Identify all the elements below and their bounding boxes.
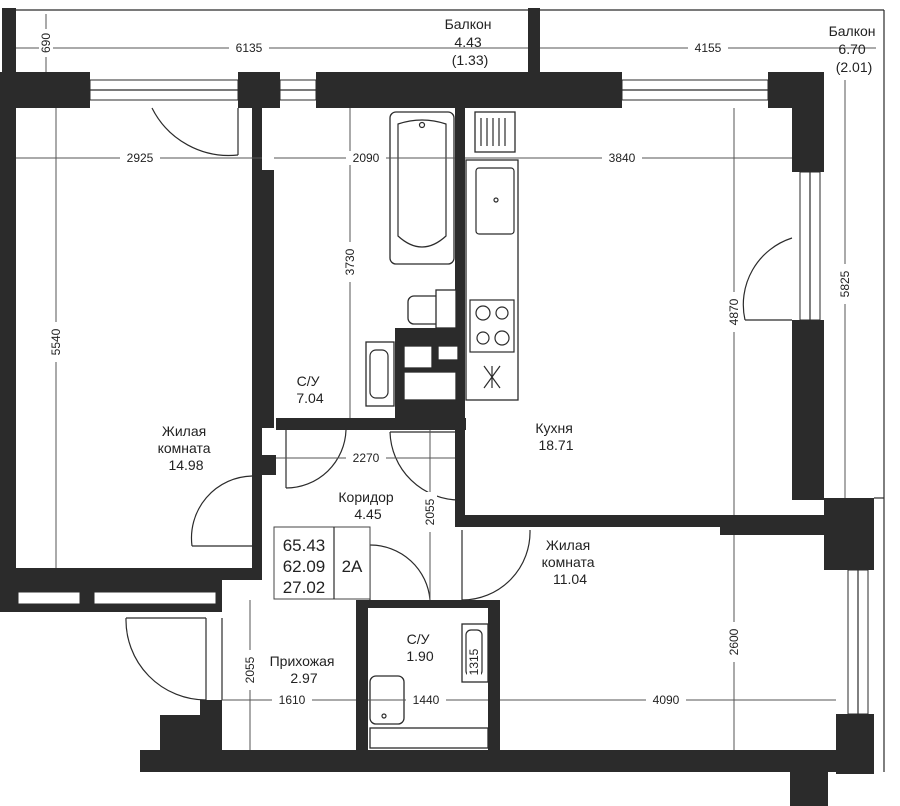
room-label-wc: С/У 1.90	[406, 631, 433, 664]
room-name-wc: С/У	[407, 631, 430, 647]
dim-1440: 1440	[413, 693, 440, 707]
room-area-living-1: 14.98	[168, 457, 203, 473]
dim-2055-hall: 2055	[243, 656, 257, 683]
kitchen-sink	[475, 167, 515, 235]
dim-2270: 2270	[353, 451, 380, 465]
room-name-hall: Прихожая	[270, 653, 335, 669]
balcony-area-1: 4.43	[454, 34, 481, 50]
doors	[125, 107, 793, 701]
dim-4870: 4870	[727, 298, 741, 325]
dim-6135: 6135	[236, 41, 263, 55]
room-name-living-2-line2: комната	[542, 554, 595, 570]
apartment-type: 2А	[342, 557, 363, 576]
dim-5540: 5540	[49, 328, 63, 355]
balcony-reduced-2: (2.01)	[836, 59, 873, 75]
balcony-reduced-1: (1.33)	[452, 52, 489, 68]
balcony-label-2: Балкон 6.70 (2.01)	[829, 23, 880, 75]
summary-box: 65.43 62.09 27.02 2А	[273, 526, 371, 600]
room-label-bathroom: С/У 7.04	[296, 373, 323, 406]
cooktop	[469, 299, 515, 353]
room-name-living-2-line1: Жилая	[546, 537, 590, 553]
dim-2055-corridor: 2055	[423, 498, 437, 525]
bathtub	[389, 111, 455, 265]
dim-690: 690	[39, 33, 53, 53]
balconies-outline	[16, 9, 885, 772]
room-label-hall: Прихожая 2.97	[270, 653, 339, 686]
room-labels: Жилая комната 14.98 С/У 7.04 Кухня 18.71…	[158, 16, 880, 686]
dim-4090: 4090	[653, 693, 680, 707]
balcony-name-1: Балкон	[445, 16, 492, 32]
total-area: 65.43	[283, 536, 326, 555]
dim-1610: 1610	[279, 693, 306, 707]
room-name-living-1-line2: комната	[158, 440, 211, 456]
sink	[365, 341, 395, 407]
room-name-bathroom: С/У	[297, 373, 320, 389]
dim-2925: 2925	[127, 151, 154, 165]
room-name-kitchen: Кухня	[535, 420, 572, 436]
room-label-living-2: Жилая комната 11.04	[542, 537, 599, 587]
dim-3840: 3840	[609, 151, 636, 165]
dim-2600: 2600	[727, 628, 741, 655]
dim-1315: 1315	[467, 648, 481, 675]
room-area-bathroom: 7.04	[296, 390, 323, 406]
windows	[17, 79, 869, 715]
balcony-area-2: 6.70	[838, 41, 865, 57]
toilet	[407, 289, 457, 329]
room-area-wc: 1.90	[406, 648, 433, 664]
dim-4155: 4155	[695, 41, 722, 55]
dishwasher	[483, 365, 501, 389]
room-area-hall: 2.97	[290, 670, 317, 686]
dimension-labels: 6135 4155 690 2925 2090 3840 5540 3730	[39, 29, 852, 707]
living-area: 27.02	[283, 578, 326, 597]
room-area-living-2: 11.04	[553, 571, 587, 587]
room-name-corridor: Коридор	[338, 489, 394, 505]
dim-2090: 2090	[353, 151, 380, 165]
room-label-kitchen: Кухня 18.71	[535, 420, 576, 453]
walls	[0, 8, 874, 806]
room-area-corridor: 4.45	[354, 506, 381, 522]
room-label-corridor: Коридор 4.45	[338, 489, 397, 522]
room-label-living-1: Жилая комната 14.98	[158, 423, 215, 473]
balcony-label-1: Балкон 4.43 (1.33)	[445, 16, 496, 68]
living-total-area: 62.09	[283, 557, 326, 576]
room-area-kitchen: 18.71	[538, 437, 573, 453]
balcony-name-2: Балкон	[829, 23, 876, 39]
dim-3730: 3730	[343, 248, 357, 275]
dim-5825: 5825	[838, 270, 852, 297]
kitchen-rack	[474, 111, 516, 153]
room-name-living-1-line1: Жилая	[162, 423, 206, 439]
